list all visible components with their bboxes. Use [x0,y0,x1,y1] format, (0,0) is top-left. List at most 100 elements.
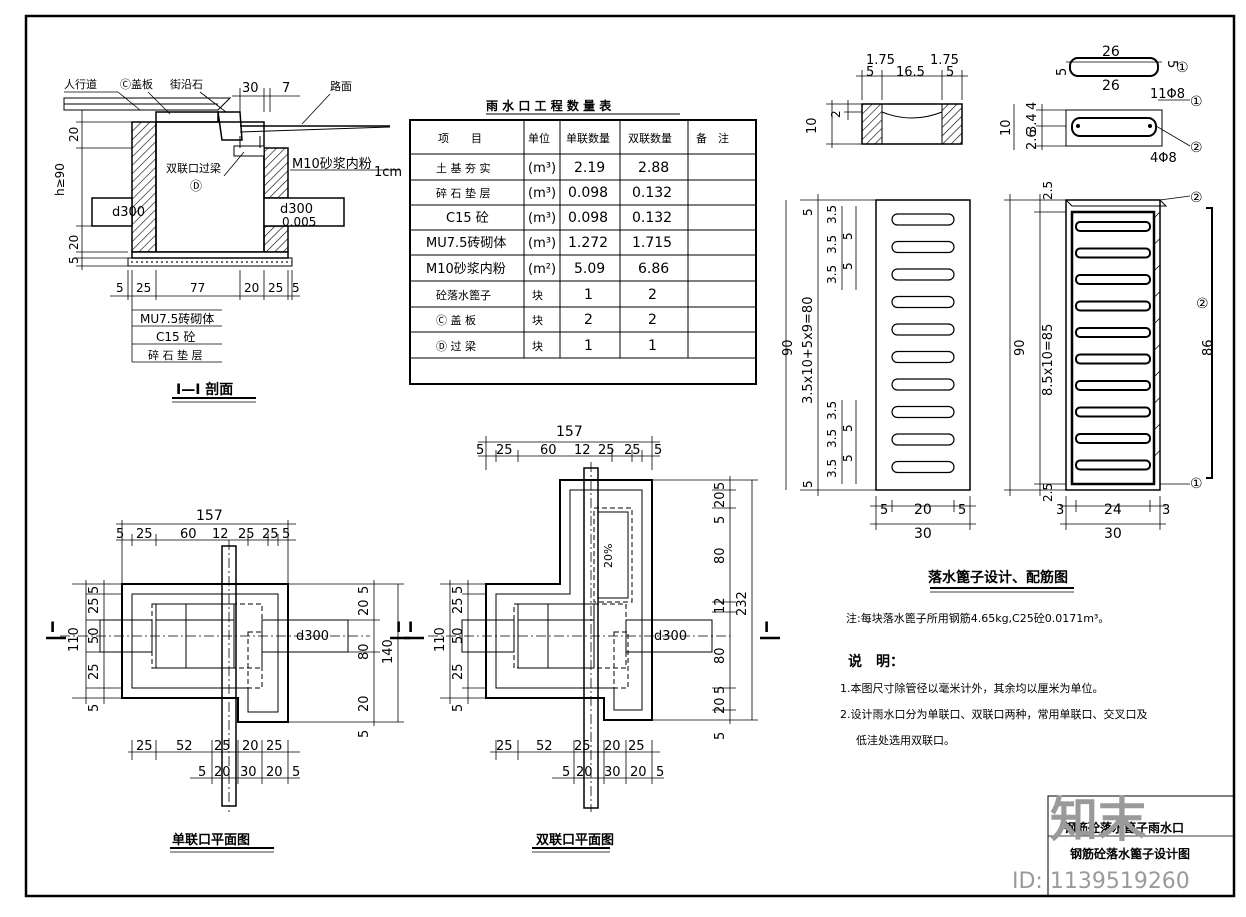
watermark-id: ID: 1139519260 [1012,869,1190,894]
grate-design: 1.75 16.5 1.75 5 5 10 2 26 26 5 5 ① 11Φ8… [781,44,1216,625]
dp-top-25b: 25 [598,443,615,458]
grate-slot [891,295,955,309]
dp-right-5b: 5 [713,516,728,524]
gr-top-165: 16.5 [896,65,925,80]
dp-right-80a: 80 [713,547,728,564]
gr-plan-top-5a: 5 [801,208,815,216]
sp-right-total: 140 [381,639,396,664]
rebar-tick [1153,238,1161,245]
sheet-border [24,14,1236,898]
dp-left-25a: 25 [451,597,466,614]
rebar-bar [1075,380,1151,391]
rebar-bar [1075,433,1151,444]
gr-rebar-top25: 2.5 [1041,181,1055,200]
dp-bot-20: 20 [604,739,621,754]
rebar-bar [1075,353,1151,365]
sp-section-mark-left: Ⅰ [50,620,55,636]
gr-rebar-11: 11Φ8 [1150,87,1185,102]
gr-top-175a: 1.75 [866,53,895,68]
dp-top-5b: 5 [654,443,662,458]
title-line2: 钢筋砼落水篦子设计图 [1070,846,1190,861]
row2-unit: (m³) [528,186,556,201]
dim-left-20a: 20 [67,127,81,142]
title-block: 钢筋砼落水篦子雨水口 钢筋砼落水篦子设计图 知末 ID: 1139519260 [1012,792,1235,897]
gr-plan-bot-5a: 5 [841,424,855,432]
sp-bot2-30: 30 [240,765,257,780]
notes: 说 明： 1.本图尺寸除管径以毫米计外，其余均以厘米为单位。 2.设计雨水口分为… [840,653,1148,747]
sp-top-5b: 5 [282,527,290,542]
row4-unit: (m³) [528,236,556,251]
note-3: 低洼处选用双联口。 [856,733,955,747]
dp-pipe-label: d300 [654,629,687,644]
section-title: Ⅰ—Ⅰ 剖面 [176,381,233,398]
gr-rebar-w3a: 3 [1056,503,1064,518]
rebar-tick [1153,370,1161,378]
gr-rebar-total: 90 [1013,339,1028,356]
legend-concrete: C15 砼 [156,330,195,344]
gr-mark1-b: ① [1190,94,1203,110]
label-pipe-right: d300 [280,202,313,217]
double-plan: 157 5 25 60 12 25 25 5 110 5 25 50 25 5 … [404,424,780,853]
grate-slot [891,240,955,254]
sp-top-25a: 25 [136,527,153,542]
dp-right-20b: 20 [713,697,728,714]
gr-plan-w20: 20 [914,502,932,518]
label-slope: 0.005 [282,215,316,229]
th-unit: 单位 [528,131,550,145]
rebar-bar [1075,221,1151,232]
gr-plan-w5b: 5 [958,503,966,518]
gr-plan-bot-5b: 5 [841,454,855,462]
dp-left-50: 50 [451,627,466,644]
gr-rebar-10: 10 [999,119,1014,136]
dp-bot2-5b: 5 [656,765,664,780]
row1-unit: (m³) [528,161,556,176]
dim-bottom-5b: 5 [292,281,300,295]
dp-right-5c: 5 [713,686,728,694]
dim-left-20b: 20 [67,235,81,250]
gr-mark2-b: ② [1190,140,1203,156]
row7-item: Ⓒ 盖 板 [436,313,476,327]
row5-double: 6.86 [638,261,669,277]
sp-left-25b: 25 [87,663,102,680]
sp-top-5a: 5 [116,527,124,542]
gr-plan-bot-35b: 3.5 [825,429,839,448]
gr-plan-total: 90 [781,339,796,356]
th-double: 双联数量 [628,132,672,145]
dim-bottom-77: 77 [190,281,205,295]
row8-double: 1 [648,338,657,354]
gr-plan-w30: 30 [914,526,932,542]
grate-slot [891,405,955,419]
dp-right-12: 12 [713,597,728,614]
th-note: 备 注 [696,131,729,145]
gr-rebar-w3b: 3 [1162,503,1170,518]
row3-unit: (m³) [528,211,556,226]
single-plan: 157 5 25 60 12 25 25 5 110 5 25 50 25 5 … [46,508,410,853]
note-1: 1.本图尺寸除管径以毫米计外，其余均以厘米为单位。 [840,681,1104,695]
grate-slot [891,323,955,336]
dp-section-mark-left: Ⅰ [408,620,413,636]
sp-right-80: 80 [357,643,372,660]
gr-top-175b: 1.75 [930,53,959,68]
gr-rebar-w30: 30 [1104,526,1122,542]
dp-top-5a: 5 [476,443,484,458]
gr-rebar-26: 2.6 [1025,129,1040,150]
row1-single: 2.19 [574,160,605,176]
label-plaster: M10砂浆内粉 [292,156,372,172]
gr-rebar-26a: 26 [1102,44,1120,60]
row8-unit: 块 [532,340,543,353]
gr-plan-bot-35c: 3.5 [825,459,839,478]
gr-rebar-bot25: 2.5 [1041,483,1055,502]
row4-single: 1.272 [568,235,608,251]
gr-rebar-86: 86 [1201,339,1216,356]
dp-left-5b: 5 [451,704,466,712]
row5-item: M10砂浆内粉 [426,261,506,277]
gr-top-inner: 2 [829,110,843,118]
sp-right-20b: 20 [357,695,372,712]
dim-left-5: 5 [67,256,81,264]
rebar-tick [1153,397,1161,404]
row7-double: 2 [648,312,657,328]
sp-bot2-5a: 5 [198,765,206,780]
dp-bot-25c: 25 [628,739,645,754]
row4-item: MU7.5砖砌体 [426,236,506,251]
section-view: 人行道 Ⓒ盖板 街沿石 路面 双联口过梁 Ⓓ M10砂浆内粉 1cm d300 … [53,77,402,403]
